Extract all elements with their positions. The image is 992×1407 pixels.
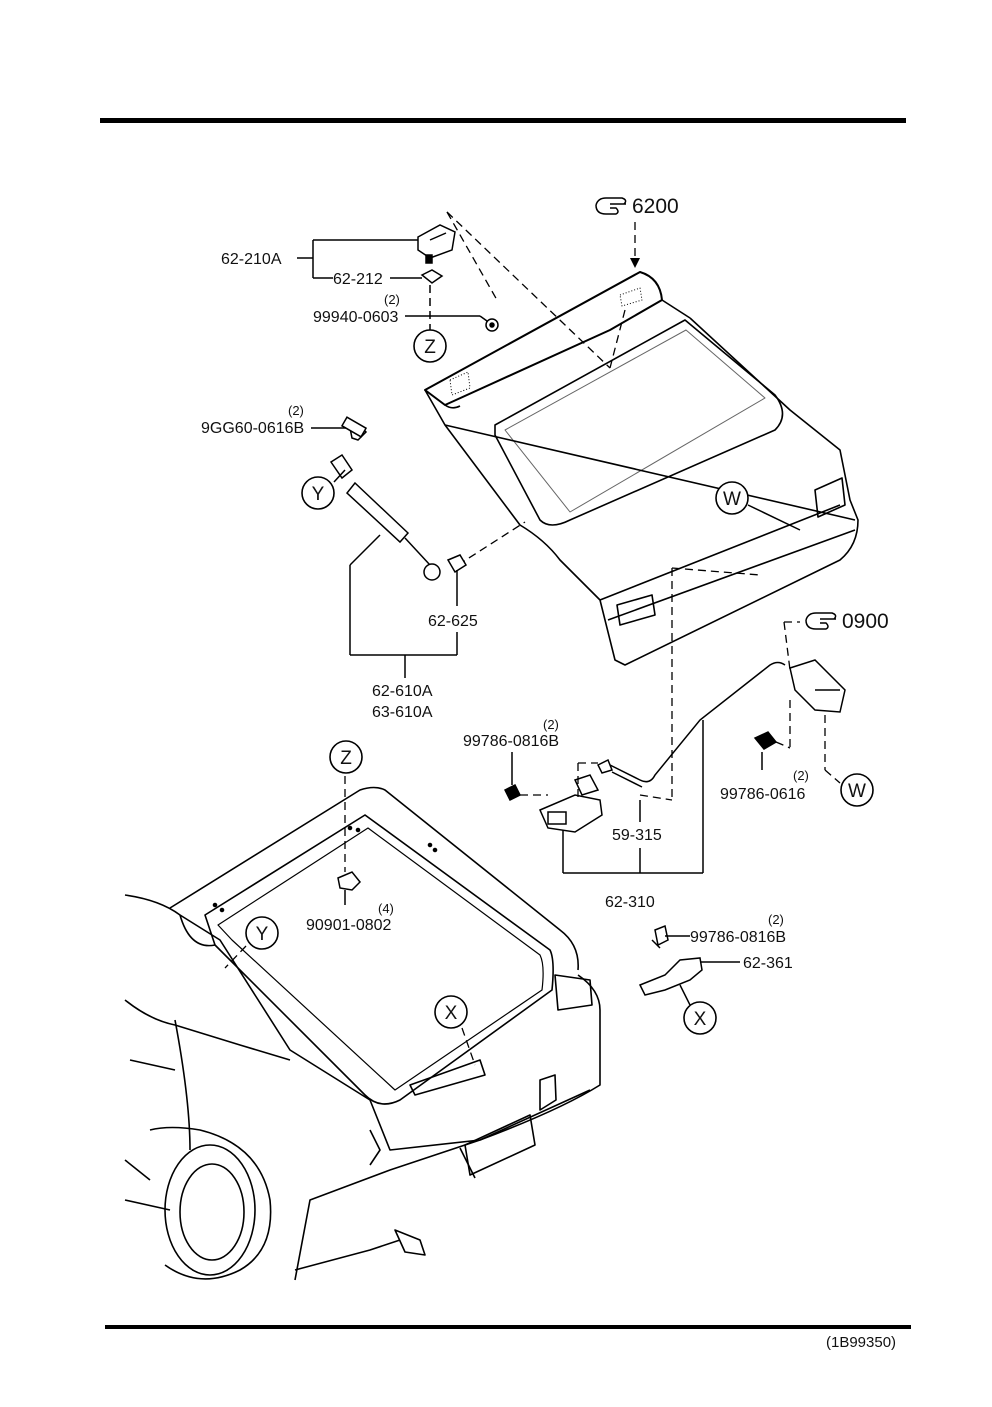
car-dashed-leaders bbox=[224, 776, 476, 1066]
part-63-610A: 63-610A bbox=[372, 704, 433, 721]
callout-z-top: Z bbox=[424, 337, 436, 358]
qty-99786-0816B-lower: (2) bbox=[768, 912, 784, 927]
latch-dashed-leaders bbox=[520, 741, 791, 800]
callout-circle-y-bottom bbox=[245, 916, 279, 950]
part-62-310: 62-310 bbox=[605, 894, 655, 911]
callout-y-top: Y bbox=[312, 484, 325, 505]
callout-w-top: W bbox=[723, 489, 741, 510]
lid-leader-lines bbox=[446, 211, 841, 801]
callout-circle-x-car bbox=[434, 995, 468, 1029]
callout-circle-z-bottom bbox=[329, 740, 363, 774]
callout-circle-x-striker bbox=[683, 1001, 717, 1035]
qty-99786-0816B-upper: (2) bbox=[543, 717, 559, 732]
qty-90901-0802: (4) bbox=[378, 901, 394, 916]
callout-x-striker: X bbox=[694, 1009, 707, 1030]
callout-circle-w-bottom bbox=[840, 773, 874, 807]
car-rear-drawing bbox=[124, 786, 601, 1281]
qty-9GG60-0616B: (2) bbox=[288, 403, 304, 418]
car-hardware-drawing bbox=[337, 871, 703, 996]
callout-w-bottom: W bbox=[848, 781, 866, 802]
gas-strut-drawing bbox=[329, 416, 468, 581]
diagram-code: (1B99350) bbox=[826, 1334, 896, 1351]
callout-circle-z-top bbox=[413, 329, 447, 363]
callout-z-bottom: Z bbox=[340, 748, 352, 769]
pointing-hand-icon bbox=[595, 197, 627, 215]
callout-circle-y-top bbox=[301, 476, 335, 510]
pointing-hand-icon bbox=[805, 612, 837, 630]
part-62-210A: 62-210A bbox=[221, 251, 282, 268]
top-rule bbox=[100, 118, 906, 123]
strut-leaders bbox=[311, 427, 458, 678]
callout-circle-w-top bbox=[715, 481, 749, 515]
reference-6200: 6200 bbox=[632, 195, 679, 218]
part-62-361: 62-361 bbox=[743, 955, 793, 972]
callout-leaders bbox=[747, 504, 801, 531]
part-62-610A: 62-610A bbox=[372, 683, 433, 700]
part-90901-0802: 90901-0802 bbox=[306, 917, 392, 934]
qty-99940-0603: (2) bbox=[384, 292, 400, 307]
latch-assembly-drawing bbox=[503, 659, 846, 833]
part-99786-0616: 99786-0616 bbox=[720, 786, 806, 803]
part-9GG60-0616B: 9GG60-0616B bbox=[201, 420, 304, 437]
part-59-315: 59-315 bbox=[612, 827, 662, 844]
part-62-625: 62-625 bbox=[428, 613, 478, 630]
latch-leaders bbox=[511, 720, 763, 874]
part-99940-0603: 99940-0603 bbox=[313, 309, 399, 326]
callout-x-car: X bbox=[445, 1003, 458, 1024]
qty-99786-0616: (2) bbox=[793, 768, 809, 783]
arrow-down-icon bbox=[630, 258, 640, 268]
trunk-lid-drawing bbox=[424, 271, 859, 666]
car-leaders bbox=[344, 890, 740, 1006]
part-99786-0816B-lower: 99786-0816B bbox=[690, 929, 786, 946]
part-62-212: 62-212 bbox=[333, 271, 383, 288]
reference-0900: 0900 bbox=[842, 610, 889, 633]
hinge-leaders bbox=[297, 239, 488, 330]
part-99786-0816B-upper: 99786-0816B bbox=[463, 733, 559, 750]
callout-y-bottom: Y bbox=[256, 924, 269, 945]
bottom-rule bbox=[105, 1325, 911, 1329]
hinge-drawing bbox=[417, 224, 499, 332]
